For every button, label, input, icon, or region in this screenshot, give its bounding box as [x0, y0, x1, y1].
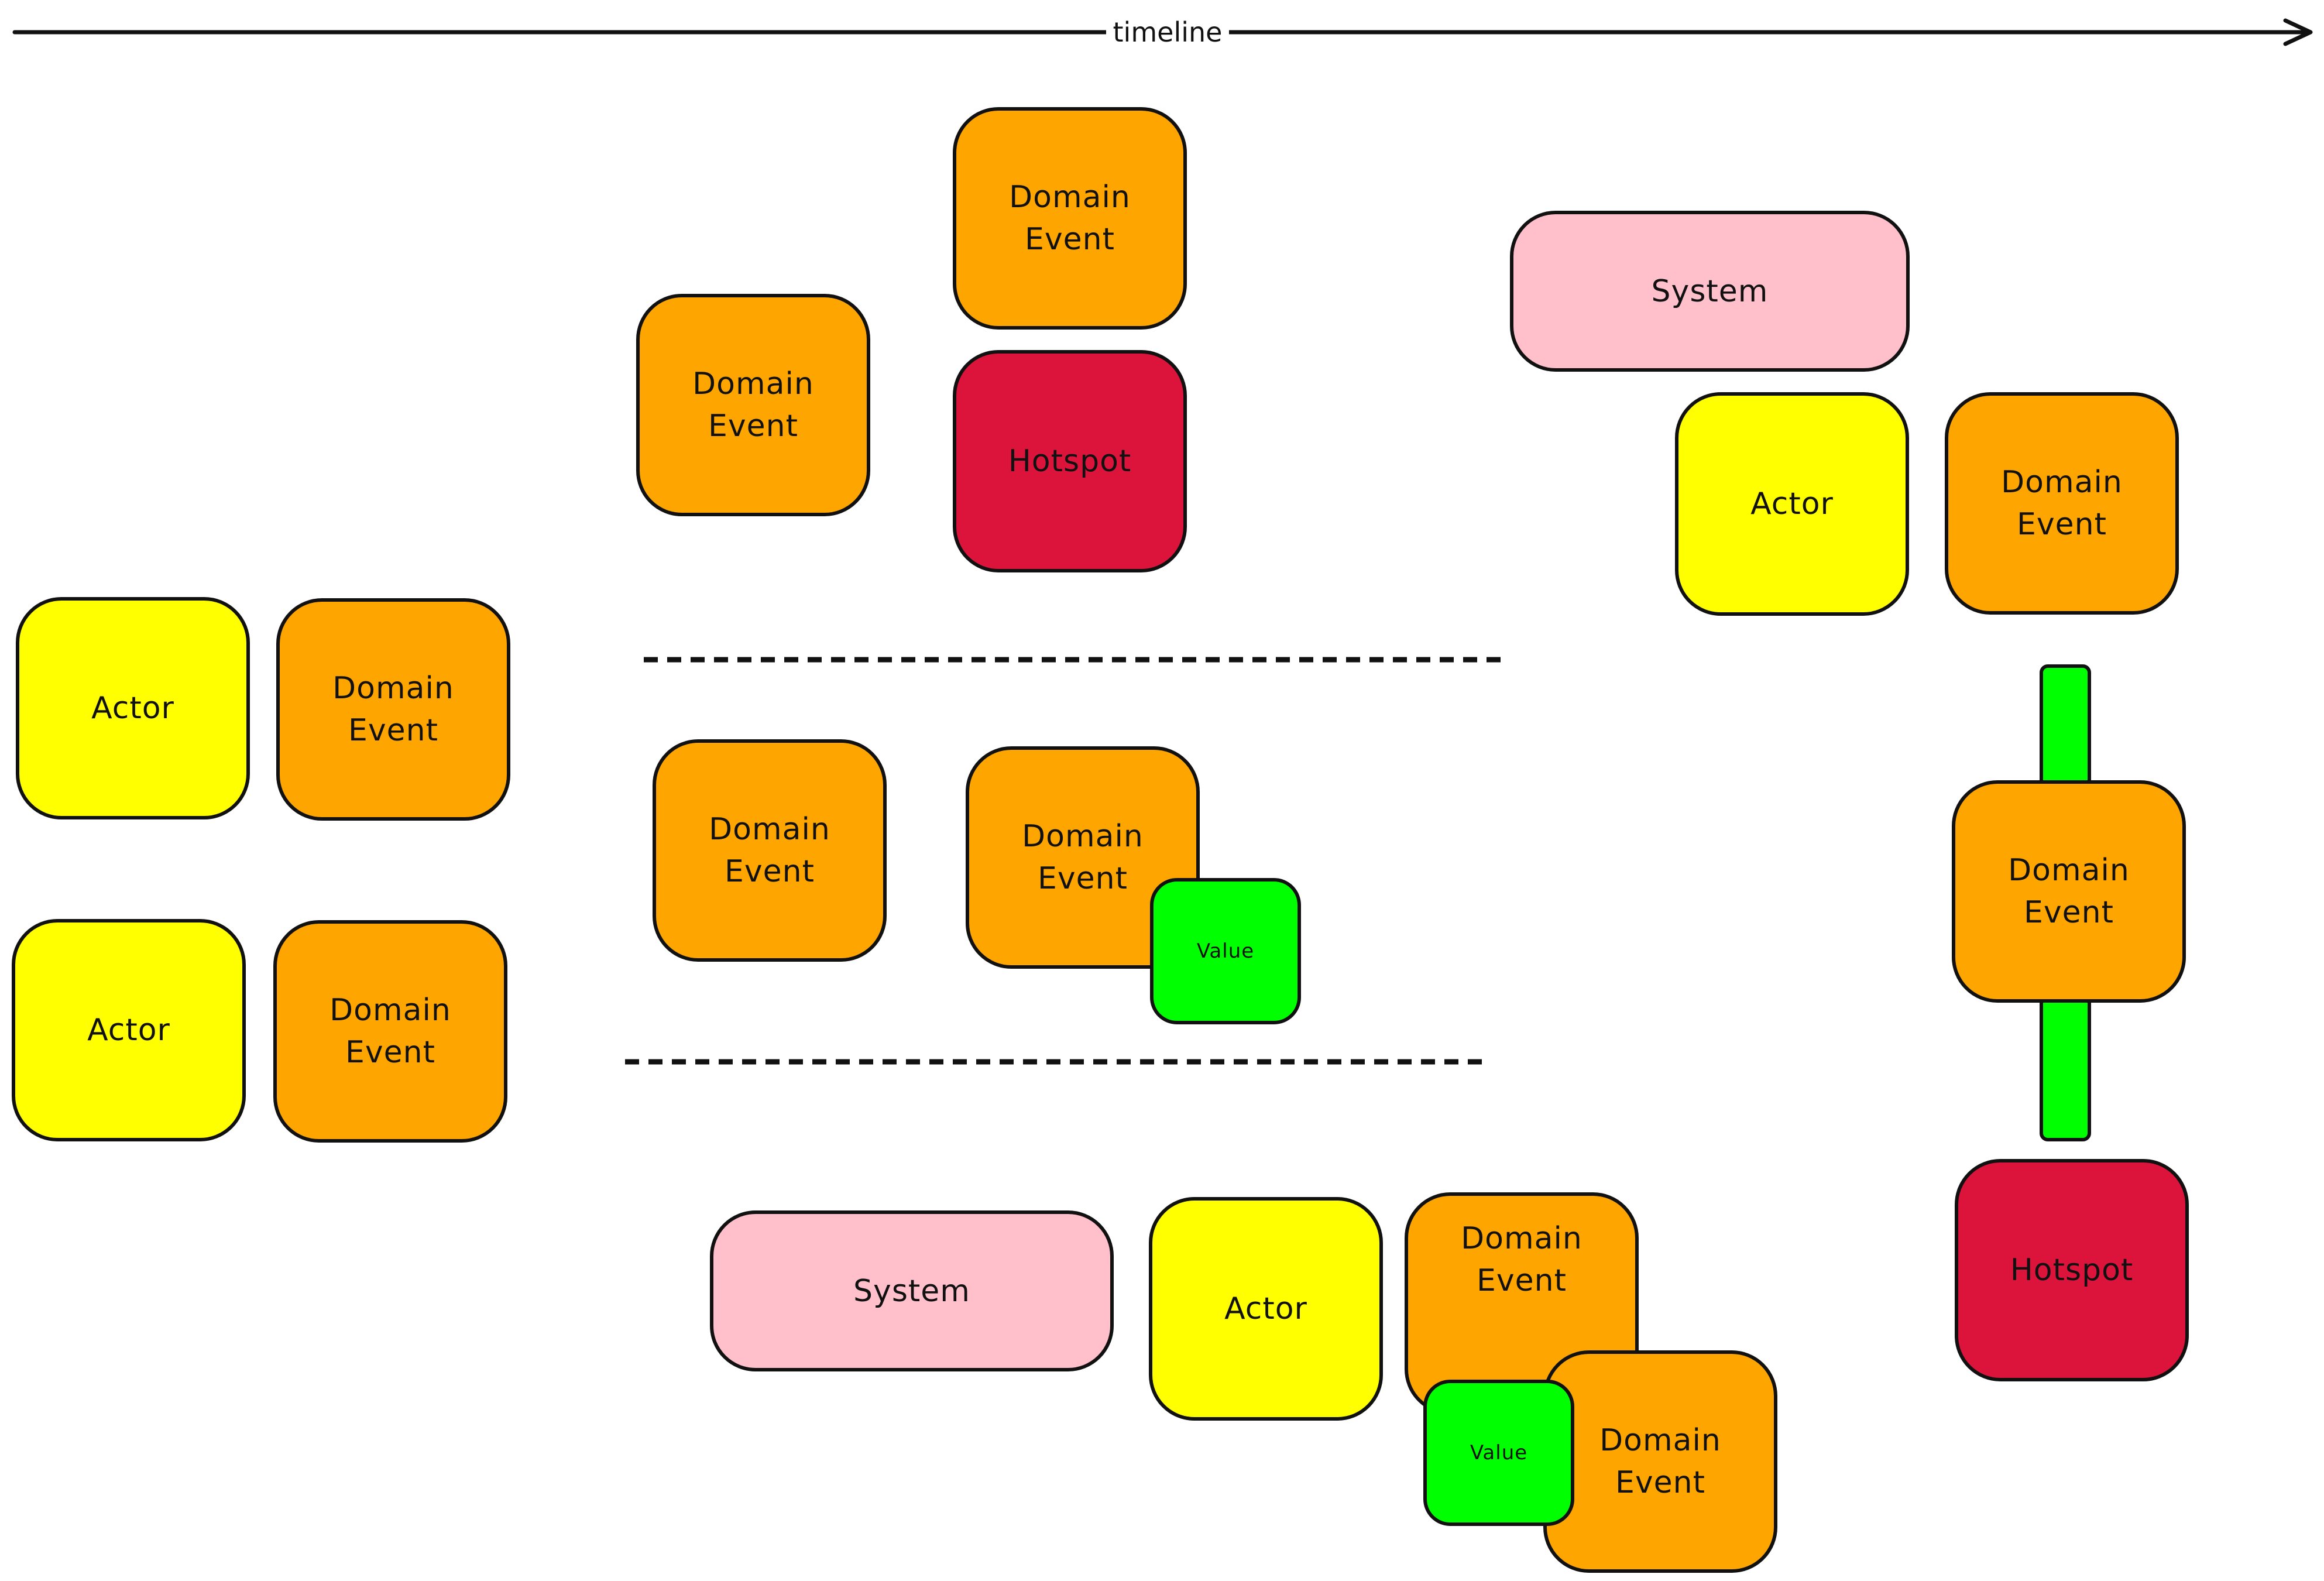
domain-event-sticky[interactable]: Domain Event [1952, 780, 2186, 1003]
actor-sticky[interactable]: Actor [16, 597, 250, 819]
domain-event-sticky[interactable]: Domain Event [636, 294, 870, 516]
system-sticky[interactable]: System [710, 1210, 1114, 1371]
value-sticky[interactable]: Value [1150, 878, 1301, 1024]
domain-event-sticky[interactable]: Domain Event [1543, 1350, 1777, 1573]
system-sticky[interactable]: System [1510, 211, 1910, 372]
timeline-arrow [12, 18, 2313, 46]
timeline-line [12, 29, 2311, 35]
domain-event-sticky[interactable]: Domain Event [953, 107, 1187, 330]
actor-sticky[interactable]: Actor [1149, 1197, 1383, 1421]
actor-sticky[interactable]: Actor [1675, 392, 1909, 616]
arrowhead-icon [2283, 18, 2313, 46]
domain-event-sticky[interactable]: Domain Event [276, 598, 510, 821]
domain-event-sticky[interactable]: Domain Event [1945, 392, 2179, 615]
timeline-label: timeline [1106, 12, 1229, 53]
hotspot-sticky[interactable]: Hotspot [1955, 1159, 2189, 1381]
value-sticky[interactable]: Value [1423, 1380, 1574, 1526]
domain-event-sticky[interactable]: Domain Event [966, 746, 1200, 969]
domain-event-sticky[interactable]: Domain Event [273, 920, 507, 1143]
actor-sticky[interactable]: Actor [12, 919, 246, 1141]
hotspot-sticky[interactable]: Hotspot [953, 350, 1187, 572]
domain-event-sticky[interactable]: Domain Event [653, 739, 887, 962]
